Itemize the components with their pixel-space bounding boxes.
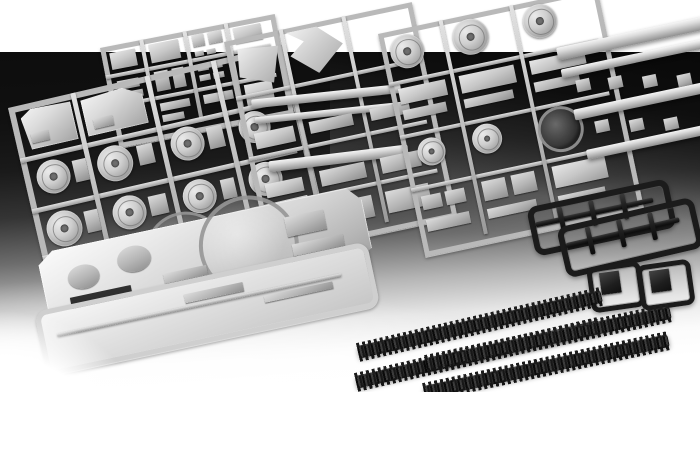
- background-corner-fade: [0, 300, 170, 466]
